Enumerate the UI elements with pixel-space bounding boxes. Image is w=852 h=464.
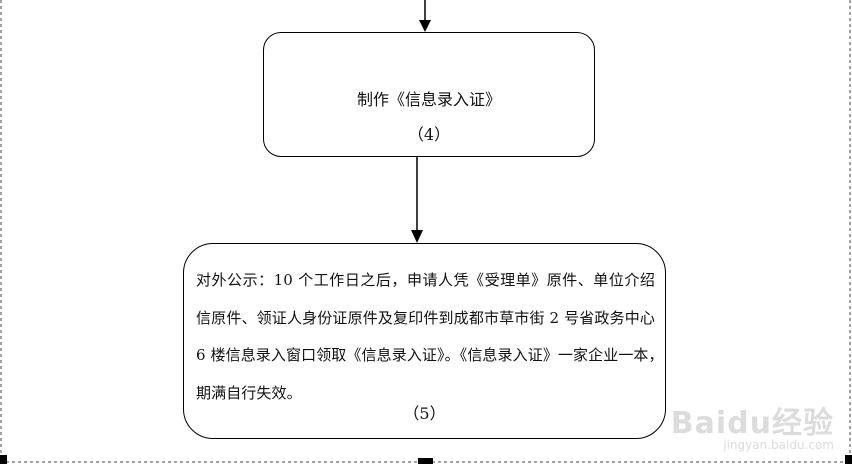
step5-line-3: 6 楼信息录入窗口领取《信息录入证》。《信息录入证》一家企业一本，: [196, 346, 664, 364]
baidu-jingyan-watermark: Baidu经验 jingyan.baidu.com: [671, 398, 834, 452]
step5-number: （5）: [403, 404, 446, 423]
step4-title: 制作《信息录入证》: [356, 90, 501, 109]
step5-line-1: 对外公示：10 个工作日之后，申请人凭《受理单》原件、单位介绍: [196, 271, 655, 289]
step4-number: （4）: [407, 125, 451, 144]
watermark-logo: Baidu经验: [670, 406, 834, 441]
arrow-in-head: [419, 20, 431, 32]
page-handle-center: [418, 458, 433, 464]
arrow-4-5-head: [411, 230, 423, 243]
watermark-url: jingyan.baidu.com: [723, 438, 834, 452]
step5-description: 对外公示：10 个工作日之后，申请人凭《受理单》原件、单位介绍 信原件、领证人身…: [196, 262, 664, 412]
page-handle-right: [845, 455, 852, 464]
step5-line-2: 信原件、领证人身份证原件及复印件到成都市草市街 2 号省政务中心: [196, 308, 655, 327]
flow-node-step4: 制作《信息录入证》 （4）: [263, 32, 595, 157]
step5-line-4: 期满自行失效。: [196, 383, 302, 402]
flow-node-step5: 对外公示：10 个工作日之后，申请人凭《受理单》原件、单位介绍 信原件、领证人身…: [183, 243, 666, 439]
page-handle-left: [0, 455, 7, 464]
